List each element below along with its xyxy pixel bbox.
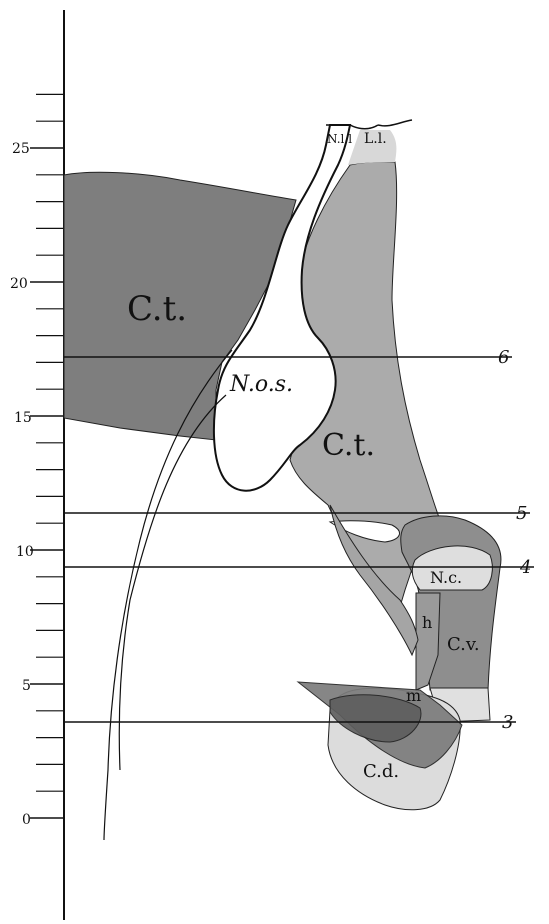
label-nll: N.l.l — [327, 132, 352, 146]
scale-label-10: 10 — [16, 544, 34, 560]
scale-label-25: 25 — [12, 141, 30, 157]
fiber-line-inner — [119, 395, 226, 770]
scale-label-0: 0 — [22, 812, 31, 828]
label-nc: N.c. — [430, 568, 462, 587]
label-ll: L.l. — [364, 131, 387, 147]
label-ct-left: C.t. — [127, 289, 187, 329]
scale-label-15: 15 — [14, 410, 32, 426]
label-cv: C.v. — [447, 634, 480, 655]
scale-label-5: 5 — [22, 678, 31, 694]
section-label-4: 4 — [519, 557, 531, 578]
label-nos: N.o.s. — [229, 372, 293, 397]
section-label-3: 3 — [502, 712, 513, 733]
section-label-5: 5 — [516, 503, 527, 524]
scale-ticks — [30, 94, 64, 818]
label-ct-right: C.t. — [322, 428, 375, 463]
section-label-6: 6 — [498, 347, 509, 368]
label-cd: C.d. — [363, 761, 399, 782]
scale-label-20: 20 — [10, 276, 28, 292]
label-h: h — [422, 613, 432, 632]
label-m: m — [406, 686, 421, 705]
